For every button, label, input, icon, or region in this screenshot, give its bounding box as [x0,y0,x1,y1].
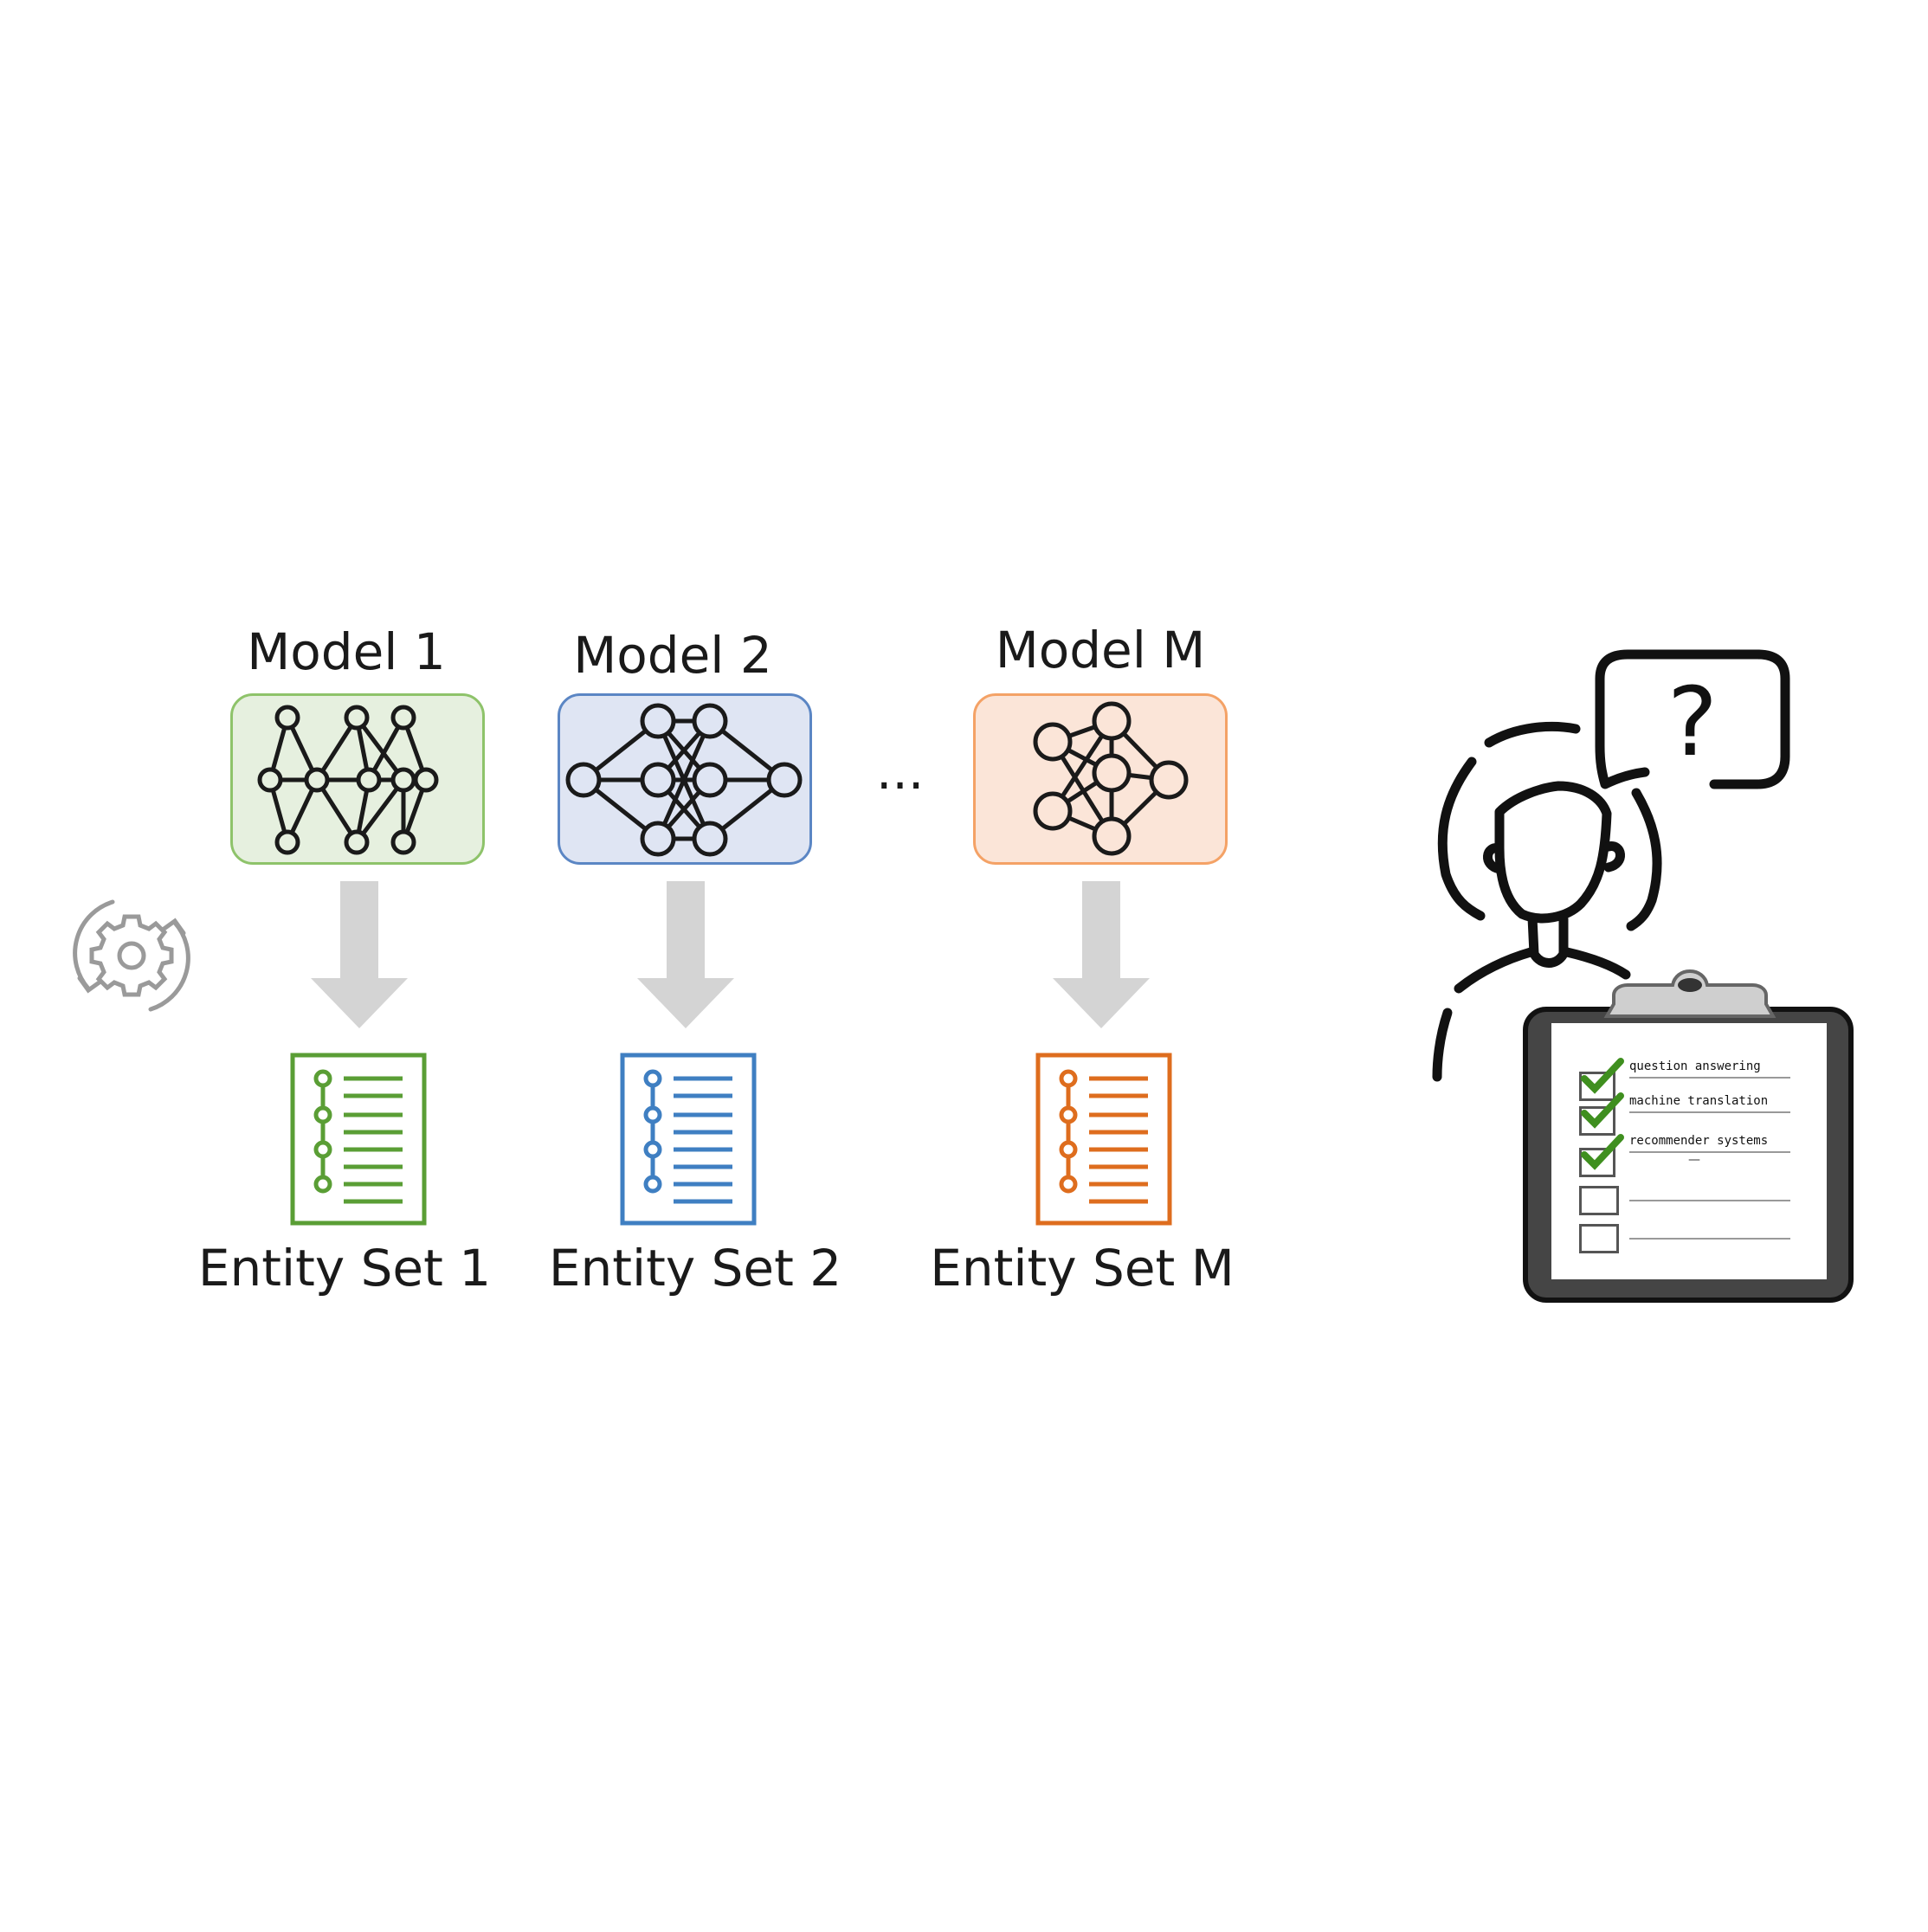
clipboard-item: recommender systems — [1569,1134,1794,1177]
clipboard-item-text: machine translation [1629,1094,1769,1108]
checkmark-icon [1581,1058,1624,1094]
checkbox [1579,1106,1615,1136]
clipboard-extra-mark: — [1688,1153,1700,1167]
clipboard-item: question answering [1569,1058,1794,1101]
checkbox [1579,1224,1619,1253]
clipboard-item-line [1629,1077,1790,1079]
gear-refresh-icon [73,899,190,1012]
checkbox [1579,1148,1615,1177]
checkmark-icon [1581,1134,1624,1170]
model-m-label: Model M [995,621,1206,679]
clipboard-item-line [1629,1151,1790,1153]
down-arrow [311,881,408,1028]
speech-bubble-icon: ? [1595,649,1790,789]
checkbox [1579,1186,1619,1215]
clipboard-item-text: recommender systems [1629,1134,1769,1148]
checkbox [1579,1072,1615,1101]
neural-network-icon [565,703,803,857]
entity-set-m-label: Entity Set M [930,1239,1235,1298]
ellipsis: ... [876,742,925,801]
speech-bubble-text: ? [1667,667,1718,777]
neural-network-icon [257,705,439,855]
checkmark-icon [1581,1092,1624,1129]
clipboard-item: machine translation [1569,1092,1794,1137]
down-arrow [637,881,734,1028]
clipboard-item [1569,1174,1794,1217]
person-icon [1432,721,1662,1082]
model-1-label: Model 1 [247,622,446,681]
clipboard-item-line [1629,1111,1790,1113]
clipboard-item-text: question answering [1629,1059,1761,1073]
neural-network-icon [1033,701,1189,856]
clipboard-icon [1523,969,1854,1303]
document-list-icon [290,1053,427,1226]
down-arrow [1053,881,1150,1028]
clipboard-item-line [1629,1200,1790,1201]
clipboard-item [1569,1212,1794,1255]
entity-set-1-label: Entity Set 1 [197,1239,492,1298]
model-2-label: Model 2 [573,626,772,685]
document-list-icon [1035,1053,1172,1226]
document-list-icon [620,1053,757,1226]
entity-set-2-label: Entity Set 2 [548,1239,842,1298]
clipboard-item-line [1629,1238,1790,1240]
